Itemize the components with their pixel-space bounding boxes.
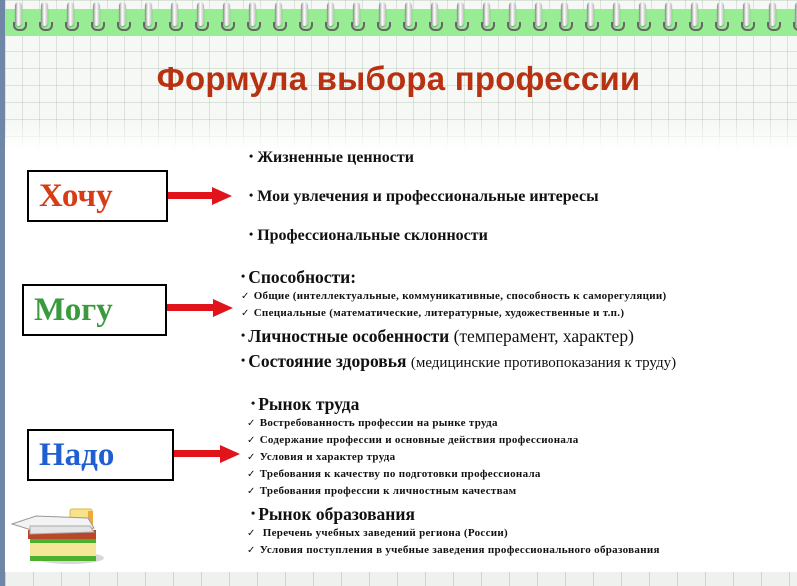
key-label-hochu: Хочу (39, 177, 113, 214)
spiral-ring-icon (135, 0, 161, 36)
spiral-ring-icon (577, 0, 603, 36)
key-label-mogu: Могу (34, 291, 113, 328)
bullet-icon: • (251, 506, 256, 520)
spiral-ring-icon (551, 0, 577, 36)
list-subitem: ✓Востребованность профессии на рынке тру… (247, 417, 498, 429)
list-heading: •Рынок труда (251, 394, 360, 414)
list-heading: •Рынок образования (251, 504, 415, 524)
arrow-icon (167, 299, 233, 317)
nado-list: •Рынок труда ✓Востребованность профессии… (247, 392, 660, 559)
list-item: •Профессиональные склонности (249, 227, 488, 244)
slide-left-border (0, 0, 5, 586)
key-label-nado: Надо (39, 436, 115, 473)
bullet-icon: • (241, 328, 246, 342)
list-heading: •Способности: (241, 267, 357, 287)
spiral-ring-icon (83, 0, 109, 36)
bullet-icon: • (249, 227, 254, 241)
spiral-ring-icon (343, 0, 369, 36)
list-subitem: ✓Требования профессии к личностным качес… (247, 485, 517, 497)
spiral-ring-icon (655, 0, 681, 36)
arrow-icon (174, 445, 240, 463)
hochu-list: •Жизненные ценности •Мои увлечения и про… (249, 147, 599, 245)
spiral-ring-icon (447, 0, 473, 36)
key-box-hochu: Хочу (27, 170, 168, 222)
spiral-ring-icon (109, 0, 135, 36)
spiral-ring-icon (473, 0, 499, 36)
spiral-ring-icon (317, 0, 343, 36)
list-item: •Жизненные ценности (249, 149, 414, 166)
spiral-ring-icon (239, 0, 265, 36)
list-heading: •Состояние здоровья (медицинские противо… (241, 351, 677, 371)
mogu-list: •Способности: ✓Общие (интеллектуальные, … (241, 265, 676, 374)
spiral-ring-icon (213, 0, 239, 36)
list-subitem: ✓Общие (интеллектуальные, коммуникативны… (241, 290, 667, 302)
list-item: •Мои увлечения и профессиональные интере… (249, 188, 599, 205)
spiral-ring-icon (187, 0, 213, 36)
spiral-ring-icon (31, 0, 57, 36)
check-icon: ✓ (247, 418, 256, 429)
spiral-ring-icon (733, 0, 759, 36)
spiral-ring-icon (759, 0, 785, 36)
list-subitem: ✓Условия поступления в учебные заведения… (247, 544, 660, 556)
spiral-ring-icon (291, 0, 317, 36)
bullet-icon: • (249, 149, 254, 163)
list-subitem: ✓ Перечень учебных заведений региона (Ро… (247, 527, 508, 539)
bullet-icon: • (251, 396, 256, 410)
spiral-ring-icon (421, 0, 447, 36)
spiral-ring-icon (629, 0, 655, 36)
spiral-ring-icon (395, 0, 421, 36)
list-subitem: ✓Специальные (математические, литературн… (241, 307, 625, 319)
check-icon: ✓ (247, 435, 256, 446)
spiral-ring-icon (603, 0, 629, 36)
check-icon: ✓ (247, 486, 256, 497)
spiral-ring-icon (5, 0, 31, 36)
check-icon: ✓ (241, 291, 250, 302)
list-subitem: ✓Требования к качеству по подготовки про… (247, 468, 541, 480)
spiral-ring-icon (499, 0, 525, 36)
check-icon: ✓ (247, 452, 256, 463)
list-subitem: ✓Содержание профессии и основные действи… (247, 434, 579, 446)
key-box-nado: Надо (27, 429, 174, 481)
list-heading: •Личностные особенности (темперамент, ха… (241, 326, 634, 346)
check-icon: ✓ (247, 528, 256, 539)
spiral-ring-icon (265, 0, 291, 36)
bullet-icon: • (249, 188, 254, 202)
spiral-ring-icon (369, 0, 395, 36)
spiral-ring-icon (785, 0, 797, 36)
check-icon: ✓ (247, 469, 256, 480)
list-subitem: ✓Условия и характер труда (247, 451, 396, 463)
arrow-icon (168, 187, 232, 205)
spiral-ring-icon (707, 0, 733, 36)
spiral-rings (5, 0, 797, 36)
check-icon: ✓ (247, 545, 256, 556)
spiral-ring-icon (681, 0, 707, 36)
books-icon (8, 506, 108, 566)
bullet-icon: • (241, 353, 246, 367)
slide-title: Формула выбора профессии (156, 60, 641, 97)
spiral-ring-icon (525, 0, 551, 36)
spiral-ring-icon (57, 0, 83, 36)
key-box-mogu: Могу (22, 284, 167, 336)
check-icon: ✓ (241, 308, 250, 319)
bullet-icon: • (241, 269, 246, 283)
graph-paper-footer (5, 572, 797, 586)
spiral-ring-icon (161, 0, 187, 36)
